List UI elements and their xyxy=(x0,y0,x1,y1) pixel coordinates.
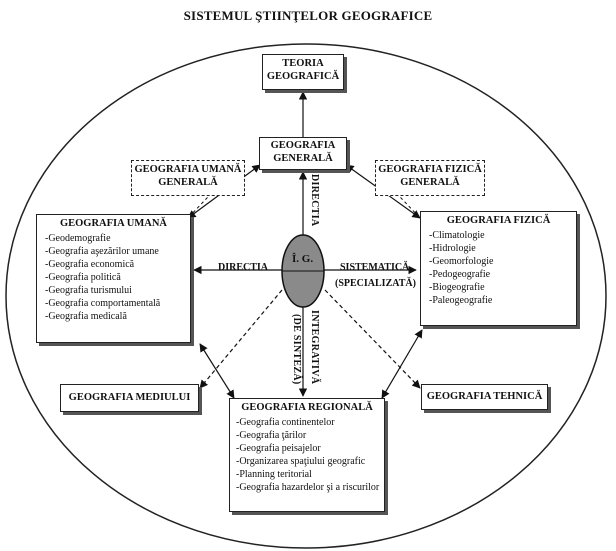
umana-item: -Geografia economică xyxy=(45,259,135,271)
fizica-item: -Climatologie xyxy=(429,230,485,242)
box-geografia-fizica: GEOGRAFIA FIZICĂ -Climatologie -Hidrolog… xyxy=(420,211,577,326)
fizica-item: -Hidrologie xyxy=(429,243,476,255)
regionala-item: -Geografia ţărilor xyxy=(236,430,307,442)
box-umana-generala: GEOGRAFIA UMANĂ GENERALĂ xyxy=(131,160,245,196)
umana-item: -Geodemografie xyxy=(45,233,111,245)
outer-ellipse xyxy=(5,43,607,549)
umana-item: -Geografia comportamentală xyxy=(45,298,161,310)
umana-generala-line1: GEOGRAFIA UMANĂ xyxy=(134,164,242,175)
dashed-center-tehnica xyxy=(324,289,421,389)
fizica-item: -Paleogeografie xyxy=(429,295,493,307)
regionala-item: -Geografia continentelor xyxy=(236,417,335,429)
label-integrativa: INTEGRATIVĂ xyxy=(309,310,320,385)
fizica-generala-line1: GEOGRAFIA FIZICĂ xyxy=(378,164,482,175)
teoria-line2: GEOGRAFICĂ xyxy=(266,71,340,83)
arrow-fizica-regionala xyxy=(381,329,423,399)
label-de-sinteza: (DE SINTEZĂ) xyxy=(291,314,302,385)
label-specializata: (SPECIALIZATĂ) xyxy=(335,278,416,289)
diagram-title: SISTEMUL ŞTIINŢELOR GEOGRAFICE xyxy=(183,8,433,23)
teoria-line1: TEORIA xyxy=(282,58,324,69)
regionala-item: -Planning teritorial xyxy=(236,469,312,481)
box-geografia-generala: GEOGRAFIA GENERALĂ xyxy=(259,137,347,170)
box-geografia-tehnica: GEOGRAFIA TEHNICĂ xyxy=(421,384,548,410)
box-geografia-mediului: GEOGRAFIA MEDIULUI xyxy=(60,384,199,412)
regionala-list: -Geografia continentelor -Geografia ţări… xyxy=(234,416,380,494)
regionala-title: GEOGRAFIA REGIONALĂ xyxy=(241,402,373,413)
box-geografia-regionala: GEOGRAFIA REGIONALĂ -Geografia continent… xyxy=(229,398,385,512)
fizica-list: -Climatologie -Hidrologie -Geomorfologie… xyxy=(425,229,572,307)
umana-title: GEOGRAFIA UMANĂ xyxy=(59,218,168,229)
umana-item: -Geografia medicală xyxy=(45,311,127,323)
regionala-item: -Geografia peisajelor xyxy=(236,443,321,455)
dashed-center-mediului xyxy=(199,289,283,389)
tehnica-label: GEOGRAFIA TEHNICĂ xyxy=(426,391,543,403)
umana-item: -Geografia aşezărilor umane xyxy=(45,246,159,258)
fizica-item: -Biogeografie xyxy=(429,282,485,294)
label-sistematica: SISTEMATICĂ xyxy=(340,262,410,273)
umana-list: -Geodemografie -Geografia aşezărilor uma… xyxy=(41,232,186,323)
generala-line1: GEOGRAFIA xyxy=(270,140,336,151)
center-label: Î. G. xyxy=(292,253,314,265)
box-fizica-generala: GEOGRAFIA FIZICĂ GENERALĂ xyxy=(375,160,485,196)
box-teoria-geografica: TEORIA GEOGRAFICĂ xyxy=(262,54,344,90)
regionala-item: -Organizarea spaţiului geografic xyxy=(236,456,366,468)
umana-generala-line2: GENERALĂ xyxy=(158,177,218,189)
fizica-generala-line2: GENERALĂ xyxy=(400,177,460,189)
mediului-label: GEOGRAFIA MEDIULUI xyxy=(68,392,191,404)
label-directia-vert: DIRECTIA xyxy=(309,174,320,227)
generala-line2: GENERALĂ xyxy=(273,153,333,165)
fizica-item: -Pedogeografie xyxy=(429,269,491,281)
label-directia-left: DIRECTIA xyxy=(218,262,269,273)
regionala-item: -Geografia hazardelor şi a riscurilor xyxy=(236,482,380,494)
umana-item: -Geografia politică xyxy=(45,272,121,284)
fizica-item: -Geomorfologie xyxy=(429,256,494,268)
fizica-title: GEOGRAFIA FIZICĂ xyxy=(446,215,551,226)
box-geografia-umana: GEOGRAFIA UMANĂ -Geodemografie -Geografi… xyxy=(36,214,191,343)
umana-item: -Geografia turismului xyxy=(45,285,132,297)
arrow-umana-regionala xyxy=(199,343,235,399)
